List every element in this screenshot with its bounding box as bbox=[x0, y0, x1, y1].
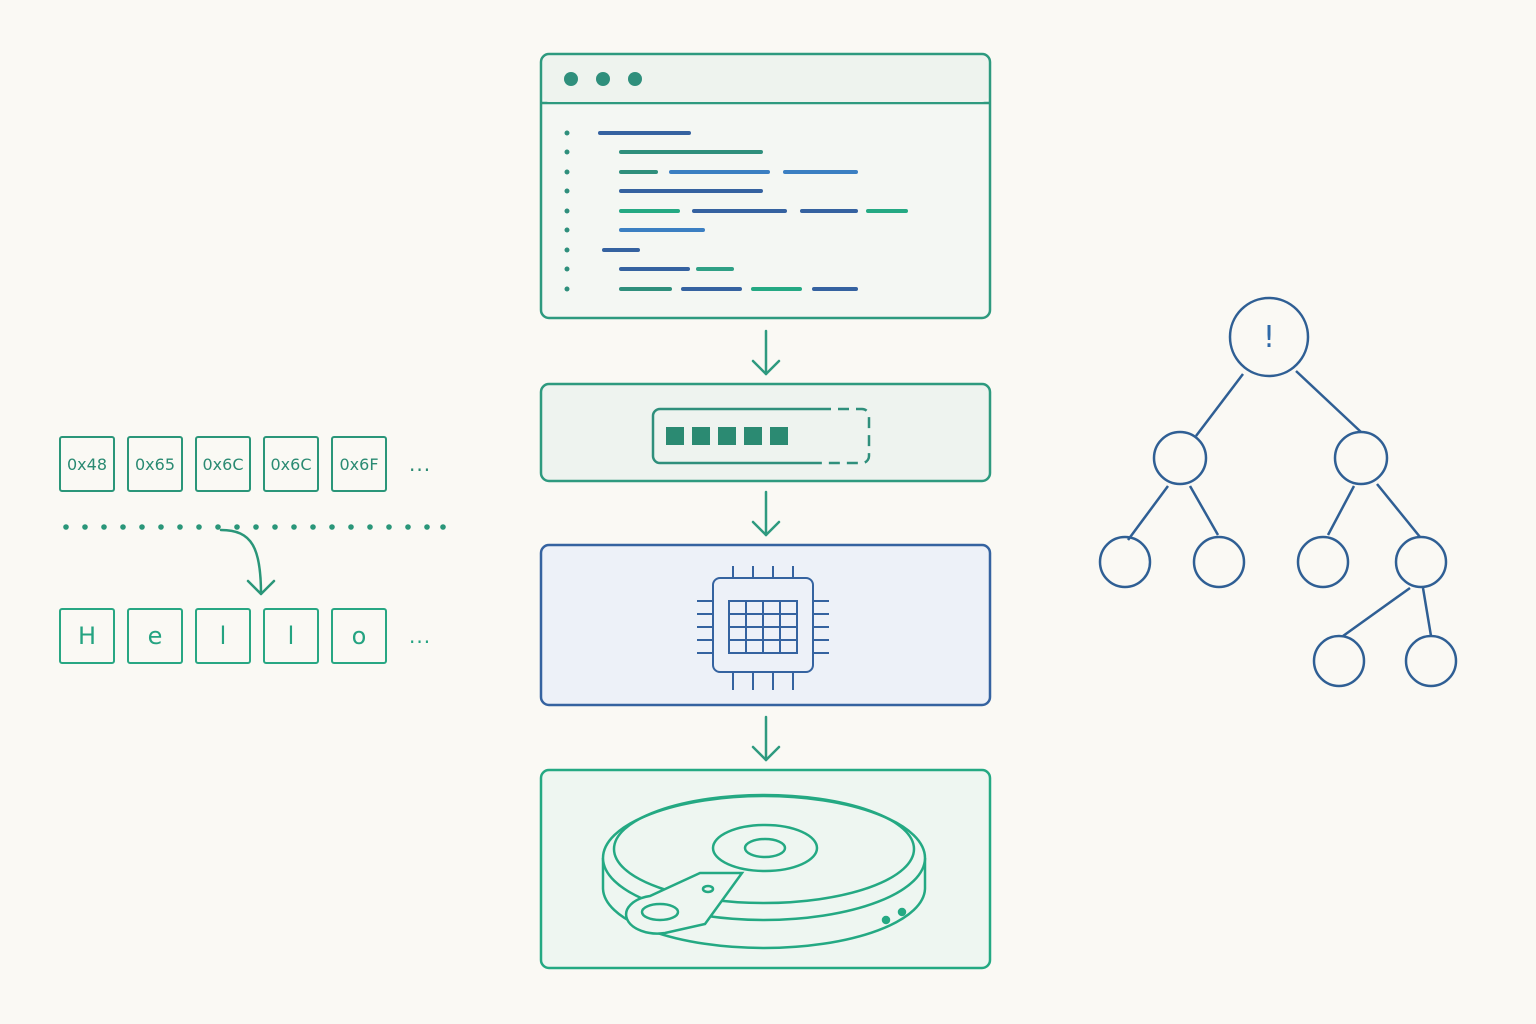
window-dot-icon bbox=[628, 72, 642, 86]
window-dot-icon bbox=[596, 72, 610, 86]
tree-node bbox=[1333, 430, 1389, 486]
tree-node bbox=[1152, 430, 1208, 486]
cpu-chip-icon bbox=[697, 566, 829, 690]
byte-cell: 0x48 bbox=[59, 436, 115, 492]
flow-arrow-icon bbox=[751, 490, 781, 537]
char-cell: H bbox=[59, 608, 115, 664]
char-cell: l bbox=[263, 608, 319, 664]
tree-node bbox=[1312, 634, 1366, 688]
char-cell: o bbox=[331, 608, 387, 664]
tree-node bbox=[1098, 535, 1152, 589]
buffer-fill-blocks bbox=[666, 427, 788, 445]
flow-arrow-icon bbox=[751, 329, 781, 376]
tree-node bbox=[1296, 535, 1350, 589]
buffer-stage bbox=[539, 382, 992, 483]
tree-node bbox=[1192, 535, 1246, 589]
tree-root-symbol: ! bbox=[1262, 319, 1276, 355]
char-cell: e bbox=[127, 608, 183, 664]
tree-node bbox=[1404, 634, 1458, 688]
tree-diagram bbox=[1098, 296, 1458, 688]
byte-sequence: 0x48 0x65 0x6C 0x6C 0x6F ... bbox=[59, 436, 431, 492]
code-editor-window bbox=[539, 52, 992, 320]
byte-cell: 0x6F bbox=[331, 436, 387, 492]
tree-root-node bbox=[1228, 296, 1310, 378]
decode-arrow-icon bbox=[219, 528, 276, 596]
hard-disk-icon bbox=[601, 793, 927, 950]
code-lines bbox=[598, 131, 908, 291]
byte-cell: 0x6C bbox=[263, 436, 319, 492]
byte-ellipsis: ... bbox=[409, 452, 432, 476]
processor-stage bbox=[539, 543, 992, 707]
byte-cell: 0x65 bbox=[127, 436, 183, 492]
char-cell: l bbox=[195, 608, 251, 664]
decode-path bbox=[63, 524, 446, 596]
window-dot-icon bbox=[564, 72, 578, 86]
flow-arrow-icon bbox=[751, 715, 781, 762]
line-number-gutter bbox=[564, 130, 570, 292]
disk-stage bbox=[539, 768, 992, 970]
character-sequence: H e l l o ... bbox=[59, 608, 431, 664]
byte-cell: 0x6C bbox=[195, 436, 251, 492]
char-ellipsis: ... bbox=[409, 624, 432, 648]
tree-node bbox=[1394, 535, 1448, 589]
